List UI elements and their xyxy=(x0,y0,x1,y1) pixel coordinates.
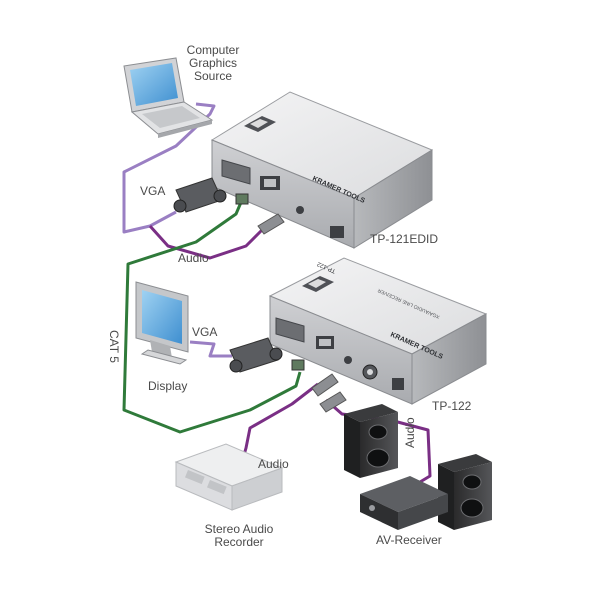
tp-122-label: TP-122 xyxy=(432,399,472,413)
vga-cable-display xyxy=(189,340,232,358)
stereo-recorder-line-2: Recorder xyxy=(214,535,264,549)
stereo-recorder-label: Stereo Audio Recorder xyxy=(184,523,294,549)
av-receiver-label: AV-Receiver xyxy=(376,533,442,547)
vga-display-label: VGA xyxy=(192,325,218,339)
audio-cable-receiver xyxy=(325,398,432,490)
audio-cable-top xyxy=(148,224,264,260)
monitor-icon xyxy=(135,281,189,365)
tp-121edid-label: TP-121EDID xyxy=(370,232,439,246)
cat5-cable xyxy=(122,199,302,434)
audio-recorder-label: Audio xyxy=(258,457,289,471)
tp-121edid-unit: KRAMER TOOLS xyxy=(173,91,434,249)
audio-speakers-label: Audio xyxy=(403,417,417,448)
vga-top-label: VGA xyxy=(140,184,166,198)
computer-source-line-3: Source xyxy=(193,69,233,83)
stereo-recorder-line-1: Stereo Audio xyxy=(204,522,274,536)
speaker-icon xyxy=(344,404,398,478)
computer-source-line-2: Graphics xyxy=(188,56,238,70)
computer-source-label: Computer Graphics Source xyxy=(180,44,246,83)
cat5-label: CAT 5 xyxy=(107,330,121,363)
display-label: Display xyxy=(148,379,188,393)
laptop-icon xyxy=(123,57,214,138)
computer-source-line-1: Computer xyxy=(186,43,240,57)
av-receiver-icon xyxy=(360,476,448,530)
tp-122-unit: KRAMER TOOLS TP-122 XGA/AUDIO LINE RECEI… xyxy=(229,257,488,413)
speaker-icon xyxy=(438,454,492,530)
audio-top-label: Audio xyxy=(178,251,209,265)
vga-cable-top xyxy=(122,102,216,234)
audio-recorder-icon xyxy=(174,443,284,511)
